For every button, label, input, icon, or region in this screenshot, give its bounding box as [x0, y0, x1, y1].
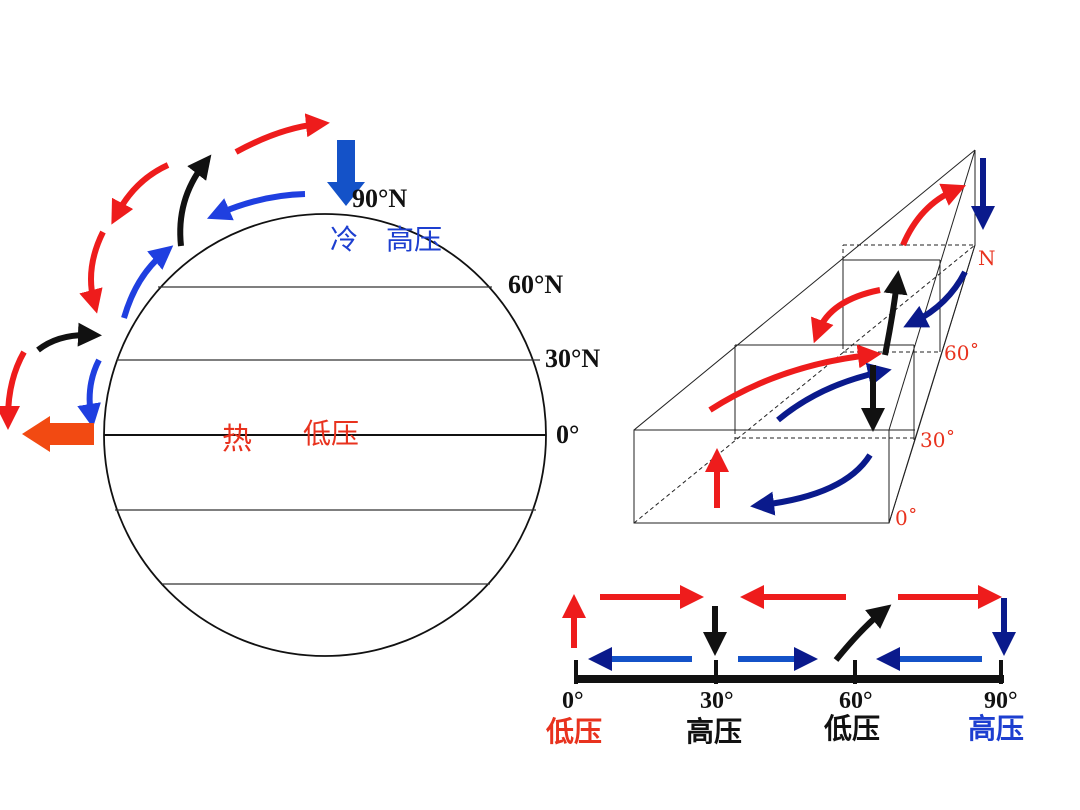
polar-sinking-arrow-head: [327, 182, 365, 206]
bar-tick-label-90: 90°: [984, 688, 1018, 714]
bar-tick-label-0: 0°: [562, 688, 584, 714]
globe-label-0: 0°: [556, 420, 579, 449]
surface-airflow-arrow: [121, 245, 174, 319]
box-upper-arrow: [900, 183, 967, 247]
box-upper-arrow: [708, 344, 882, 413]
box-arrows: [705, 158, 995, 516]
globe-label-polar-cold: 冷: [330, 223, 358, 256]
rising-air-arrow: [177, 154, 212, 247]
box-labels: N 60˚ 30˚ 0˚: [895, 246, 996, 530]
circulation-box-panel: [633, 149, 976, 524]
equator-outflow-arrow-head: [22, 416, 50, 452]
box-surface-arrow: [776, 362, 892, 423]
polar-sinking-arrow-shaft: [337, 140, 355, 184]
equator-outflow-arrow-shaft: [48, 423, 94, 445]
globe-label-60n: 60°N: [508, 270, 563, 299]
bar-tick-label-30: 30°: [700, 688, 734, 714]
box-segment-0-30: [633, 429, 890, 524]
rising-air-arrow: [36, 322, 102, 353]
upper-airflow-arrow: [0, 350, 27, 430]
bar-pressure-label-90: 高压: [968, 712, 1024, 745]
bar-pressure-label-0: 低压: [545, 715, 602, 748]
globe-label-equator-low: 低压: [303, 417, 359, 450]
surface-airflow-arrow: [206, 191, 306, 221]
globe-label-30n: 30°N: [545, 344, 600, 373]
upper-airflow-arrow: [79, 230, 106, 314]
globe-label-polar-high: 高压: [386, 223, 442, 256]
bar-pressure-label-30: 高压: [686, 715, 742, 748]
box-surface-arrow: [750, 453, 873, 516]
bar-rising-60-arrow: [833, 604, 892, 662]
surface-airflow-arrow: [77, 358, 102, 428]
box-label-n: N: [978, 246, 996, 270]
box-label-30: 30˚: [920, 428, 955, 452]
globe-label-90n: 90°N: [352, 184, 407, 213]
box-label-0: 0˚: [895, 506, 918, 530]
upper-airflow-arrow: [111, 162, 170, 225]
box-surface-arrow: [903, 270, 968, 328]
bar-tick-label-60: 60°: [839, 688, 873, 714]
upper-airflow-arrow: [234, 113, 330, 155]
bar-pressure-label-60: 低压: [823, 712, 880, 745]
box-rising-60-arrow: [882, 270, 908, 356]
pressure-bar-panel: 0° 30° 60° 90° 低压 高压 低压 高压: [545, 585, 1024, 748]
box-upper-arrow: [810, 287, 881, 344]
globe-panel: 90°N 冷 高压 60°N 30°N 0° 热 低压: [0, 113, 600, 657]
globe-label-equator-hot: 热: [222, 422, 252, 457]
box-label-60: 60˚: [944, 341, 979, 365]
